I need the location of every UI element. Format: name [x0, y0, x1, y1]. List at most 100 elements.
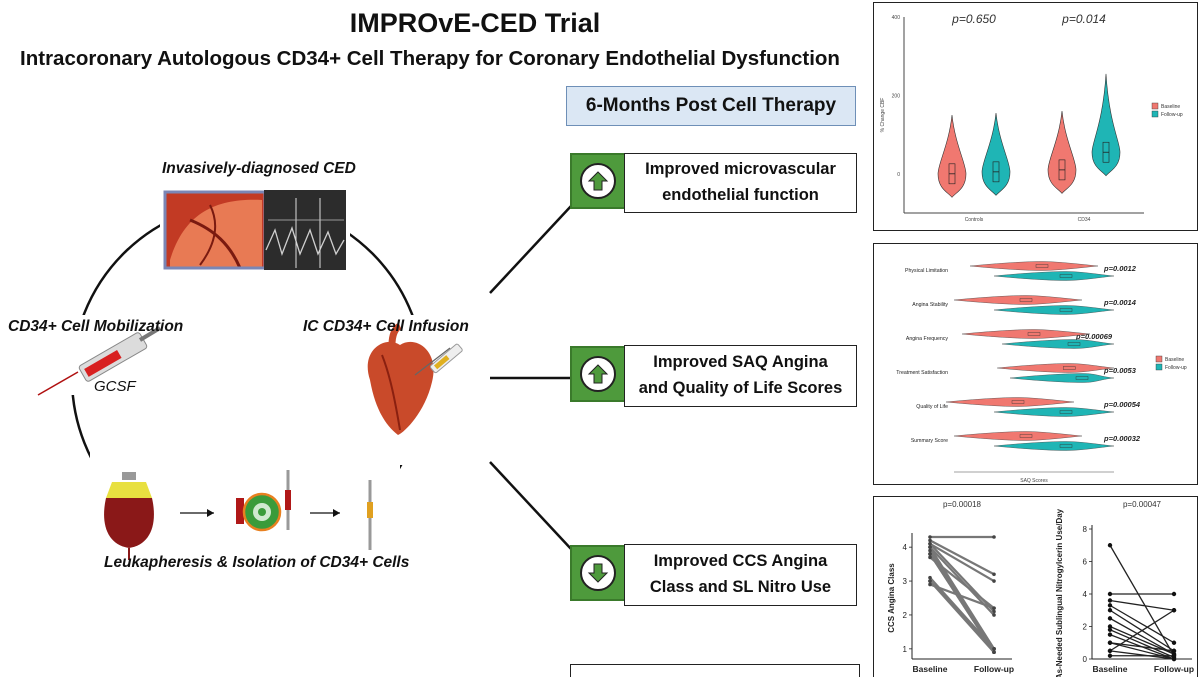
data-point: [1107, 627, 1113, 632]
category-label: Angina Frequency: [906, 336, 949, 342]
category-label: Treatment Satisfaction: [896, 370, 948, 376]
data-point: [928, 575, 932, 580]
p-value: p=0.00054: [1103, 400, 1141, 409]
y-tick-label: 1: [903, 645, 908, 654]
data-point: [1107, 653, 1113, 658]
p-value: p=0.00069: [1075, 332, 1113, 341]
data-point: [928, 555, 932, 560]
pair-line: [1109, 629, 1175, 658]
p-value: p=0.0012: [1103, 264, 1137, 273]
boxplot: [1027, 332, 1041, 336]
outcome-box-1: Improved microvascular endothelial funct…: [624, 153, 857, 213]
legend-swatch: [1155, 355, 1163, 363]
data-point: [992, 613, 996, 617]
y-tick-label: 2: [903, 611, 908, 620]
centrifuge-image: [236, 470, 291, 532]
outcome-1-line2: endothelial function: [662, 186, 819, 204]
data-point: [1107, 603, 1113, 608]
y-axis-label: CCS Angina Class: [887, 563, 896, 633]
data-point: [992, 572, 996, 577]
boxplot: [1059, 444, 1073, 448]
violin-shape: [937, 114, 967, 198]
heart-angiogram-image: [163, 190, 267, 270]
saq-violin-chart: SAQ Scores Physical Limitation p=0.0012Ang…: [896, 261, 1187, 484]
boxplot: [1062, 366, 1076, 370]
x-axis-label: SAQ Scores: [1020, 478, 1048, 484]
outcome-2-line1: Improved SAQ Angina: [653, 353, 828, 372]
outcome-3-line1: Improved CCS Angina: [653, 552, 828, 571]
outcome-2-line2: and Quality of Life Scores: [638, 379, 843, 397]
gcsf-label: GCSF: [94, 378, 136, 395]
violin-shape: [993, 407, 1115, 417]
data-point: [928, 541, 932, 546]
y-tick-label: 400: [892, 15, 901, 21]
y-tick-label: 6: [1083, 558, 1088, 567]
pair-line: [1109, 650, 1175, 660]
p-value: p=0.650: [951, 12, 996, 26]
data-point: [1107, 624, 1113, 629]
category-label: Quality of Life: [916, 404, 948, 410]
outcome-box-3: Improved CCS Angina Class and SL Nitro U…: [624, 544, 857, 606]
ced-label: Invasively-diagnosed CED: [162, 160, 356, 177]
data-point: [1171, 653, 1177, 658]
blood-bag-image: [104, 472, 154, 560]
boxplot: [1019, 298, 1033, 302]
data-point: [928, 538, 932, 543]
violin-shape: [969, 261, 1099, 271]
data-point: [1107, 632, 1113, 637]
p-value: p=0.0014: [1103, 298, 1137, 307]
legend-label: Baseline: [1161, 104, 1180, 110]
y-tick-label: 4: [903, 543, 908, 552]
violin-shape: [1009, 373, 1115, 383]
pair-line: [929, 542, 995, 583]
violin-shape: [993, 305, 1115, 315]
y-axis-label: As-Needed Sublingual Nitrogylcerin Use/D…: [1055, 508, 1064, 677]
boxplot: [1011, 400, 1025, 404]
legend-label: Follow-up: [1165, 365, 1187, 371]
page-subtitle: Intracoronary Autologous CD34+ Cell Ther…: [20, 47, 840, 70]
x-tick-label: CD34: [1078, 217, 1091, 223]
data-point: [1171, 640, 1177, 645]
p-value: p=0.00032: [1103, 434, 1141, 443]
pair-line: [929, 583, 995, 610]
violin-shape: [1001, 339, 1115, 349]
y-tick-label: 0: [1083, 655, 1088, 664]
boxplot: [1067, 342, 1081, 346]
cycle-diagram: [0, 190, 500, 580]
x-tick-label: Baseline: [1093, 664, 1128, 674]
leukapheresis-label: Leukapheresis & Isolation of CD34+ Cells: [104, 554, 410, 571]
data-point: [992, 606, 996, 610]
violin-shape: [981, 113, 1011, 196]
violin-shape: [961, 329, 1091, 339]
x-tick-label: Controls: [965, 217, 984, 223]
y-tick-label: 2: [1083, 623, 1088, 632]
x-tick-label: Follow-up: [974, 664, 1014, 674]
category-label: Physical Limitation: [905, 268, 948, 274]
data-point: [1107, 591, 1113, 597]
boxplot: [1075, 376, 1089, 380]
pair-line: [1109, 599, 1175, 611]
violin-shape: [997, 363, 1115, 373]
y-tick-label: 3: [903, 577, 908, 586]
data-point: [1171, 656, 1177, 662]
boxplot: [1059, 410, 1073, 414]
y-tick-label: 8: [1083, 525, 1088, 534]
violin-shape: [953, 295, 1083, 305]
data-point: [1107, 598, 1113, 603]
data-point: [1107, 640, 1113, 645]
p-value: p=0.00047: [1123, 500, 1162, 509]
data-point: [992, 647, 996, 651]
up-arrow-icon-1: [570, 153, 626, 209]
cell-syringe-image: [367, 480, 373, 550]
data-point: [1107, 616, 1113, 621]
pair-line: [1109, 544, 1175, 657]
x-tick-label: Follow-up: [1154, 664, 1194, 674]
pair-line: [1109, 604, 1175, 644]
data-point: [992, 535, 996, 539]
outcome-1-line1: Improved microvascular: [645, 160, 836, 179]
pair-line: [929, 539, 995, 576]
violin-shape: [1047, 111, 1077, 194]
